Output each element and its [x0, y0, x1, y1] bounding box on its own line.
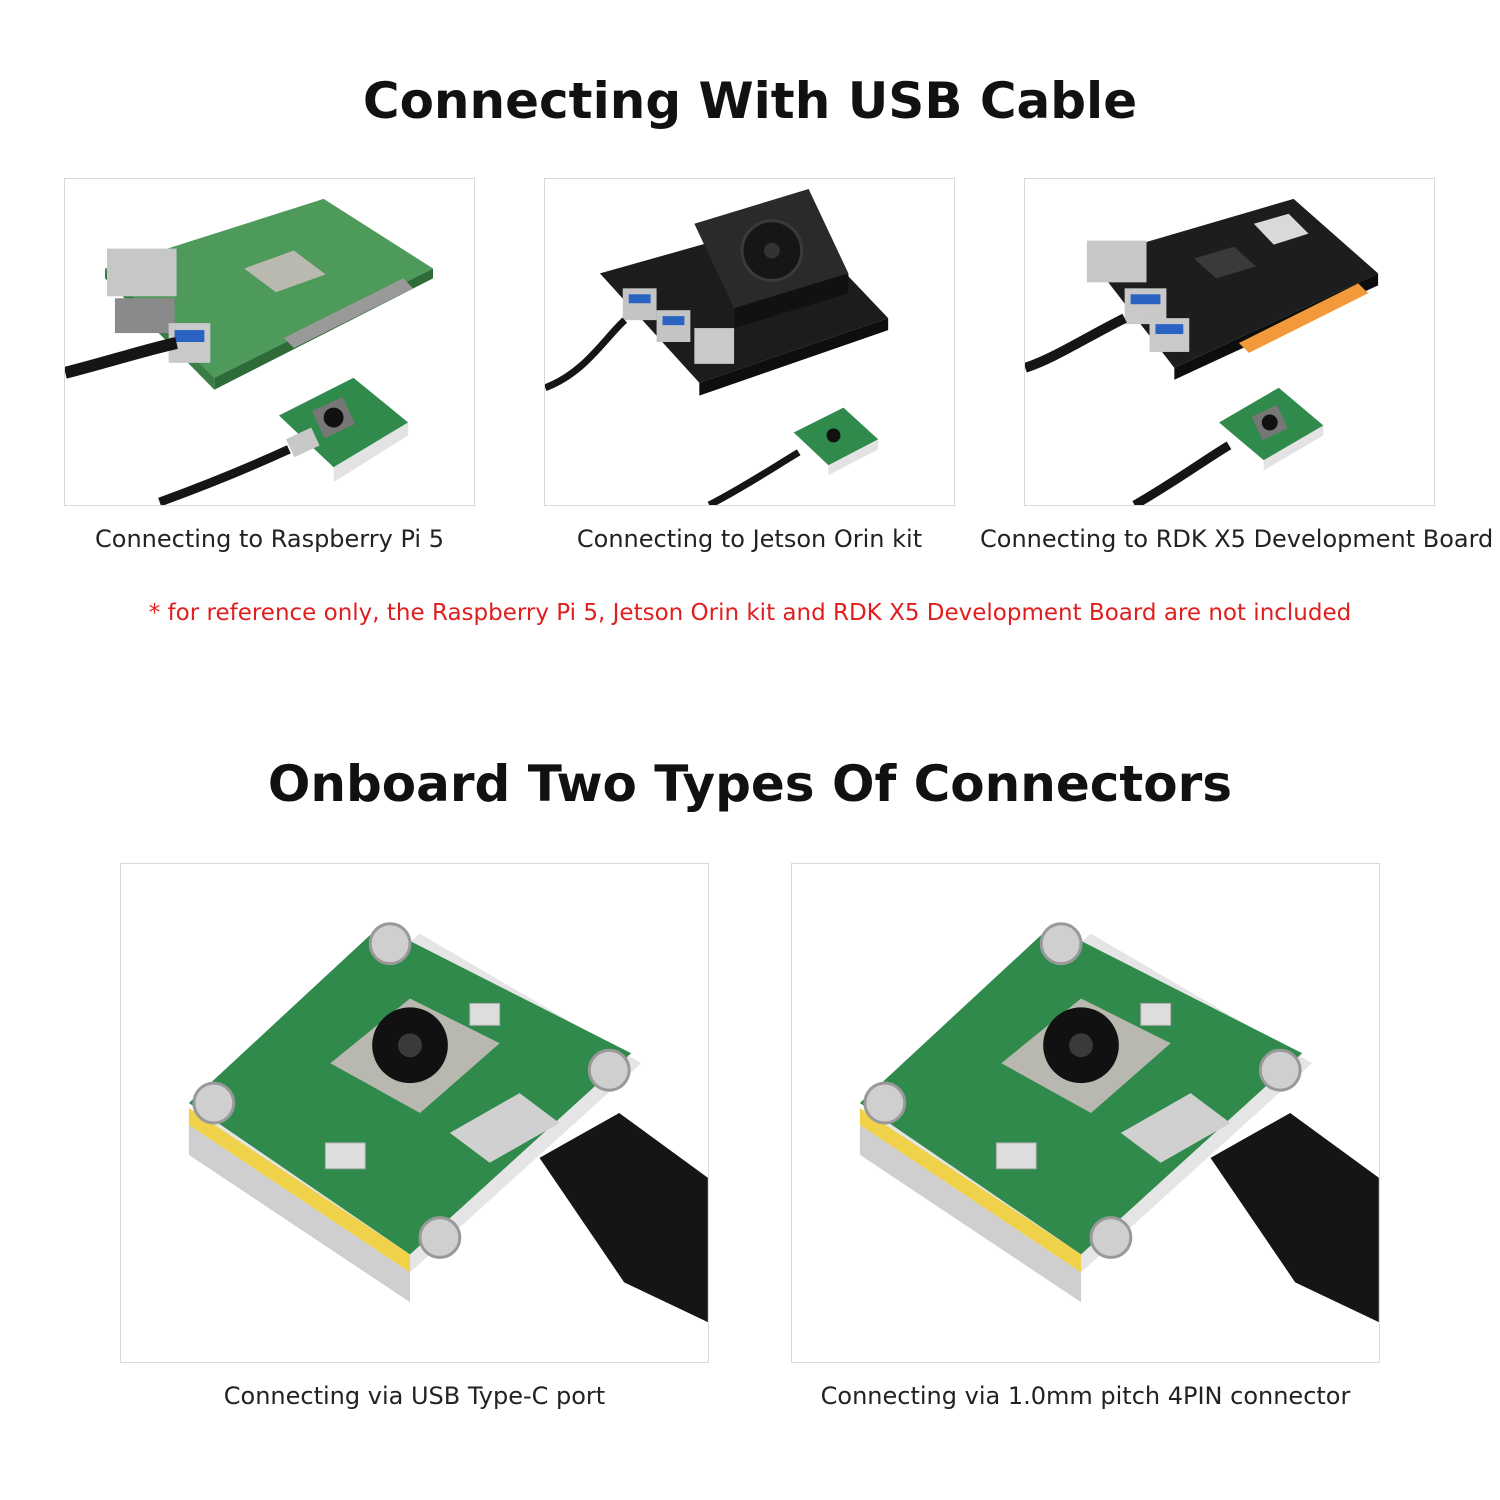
usb-type-c-closeup-photo [120, 863, 709, 1363]
caption-raspberry-pi-5: Connecting to Raspberry Pi 5 [95, 525, 444, 553]
caption-rdk-x5: Connecting to RDK X5 Development Board [980, 525, 1494, 553]
4pin-connector-closeup-photo [791, 863, 1380, 1363]
reference-note: * for reference only, the Raspberry Pi 5… [148, 600, 1352, 626]
raspberry-pi-5-photo [64, 178, 475, 506]
rdk-x5-photo [1024, 178, 1435, 506]
caption-jetson-orin: Connecting to Jetson Orin kit [576, 525, 923, 553]
caption-4pin-connector: Connecting via 1.0mm pitch 4PIN connecto… [820, 1382, 1351, 1410]
section-title-connectors: Onboard Two Types Of Connectors [267, 755, 1233, 813]
jetson-orin-photo [544, 178, 955, 506]
caption-usb-type-c: Connecting via USB Type-C port [223, 1382, 606, 1410]
section-title-usb-cable: Connecting With USB Cable [362, 72, 1138, 130]
